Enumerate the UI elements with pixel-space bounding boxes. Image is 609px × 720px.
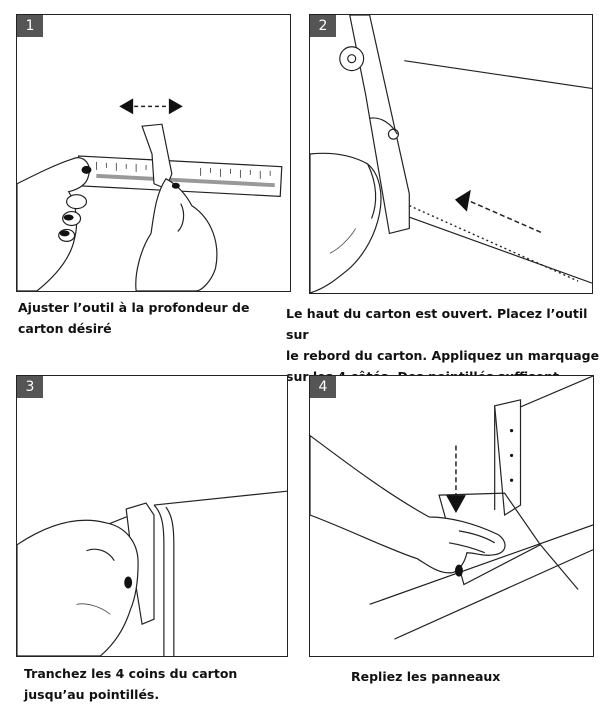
- step-3-number: 3: [17, 376, 43, 398]
- step-2-illustration: [310, 15, 592, 293]
- step-4-panel: 4: [309, 375, 594, 657]
- step-4-illustration: [310, 376, 593, 640]
- step-3-caption-line-1: Tranchez les 4 coins du carton: [24, 666, 238, 681]
- step-3-caption: Tranchez les 4 coins du carton jusqu’au …: [24, 663, 237, 705]
- step-4-caption-line-1: Repliez les panneaux: [351, 669, 501, 684]
- double-arrow-icon: [119, 98, 183, 115]
- step-1-caption: Ajuster l’outil à la profondeur de carto…: [18, 297, 249, 339]
- step-3-illustration: [17, 490, 287, 656]
- step-3-panel: 3: [16, 375, 288, 657]
- step-2-caption-line-1: Le haut du carton est ouvert. Placez l’o…: [286, 306, 588, 342]
- step-2-number: 2: [310, 15, 336, 37]
- left-arrow-icon: [454, 189, 544, 235]
- step-4-caption: Repliez les panneaux: [351, 666, 500, 687]
- step-1-panel: 1: [16, 14, 291, 292]
- step-1-caption-line-2: carton désiré: [18, 321, 112, 336]
- step-2-panel: 2: [309, 14, 593, 294]
- step-3-caption-line-2: jusqu’au pointillés.: [24, 687, 160, 702]
- step-2-caption-line-2: le rebord du carton. Appliquez un marqua…: [286, 348, 600, 363]
- step-1-caption-line-1: Ajuster l’outil à la profondeur de: [18, 300, 250, 315]
- step-4-number: 4: [310, 376, 336, 398]
- step-1-number: 1: [17, 15, 43, 37]
- step-1-illustration: [17, 98, 283, 291]
- down-arrow-icon: [446, 445, 466, 514]
